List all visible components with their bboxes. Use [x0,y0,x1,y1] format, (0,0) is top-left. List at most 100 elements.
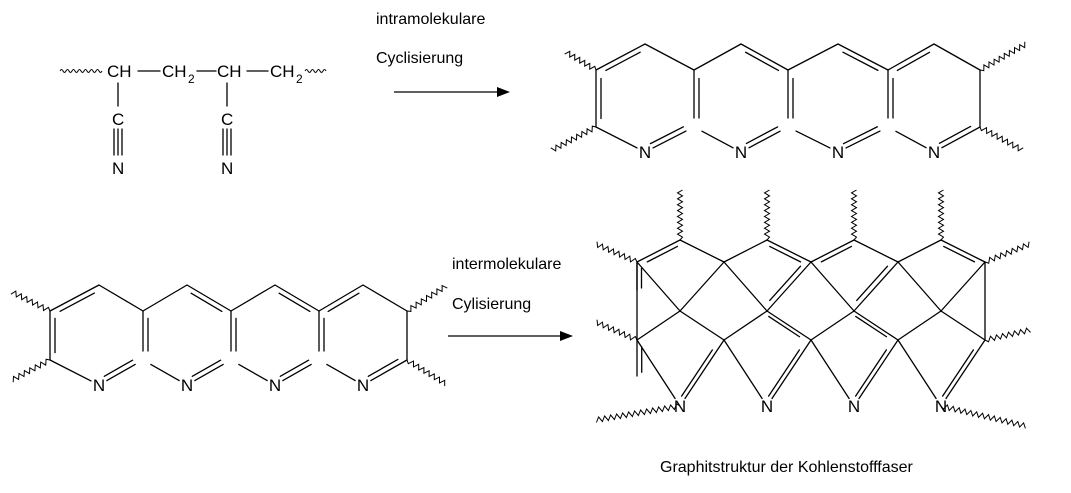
single-bond [723,339,763,400]
single-bond [693,43,742,71]
double-bond-line [766,239,812,263]
wavy-bond [979,41,1026,72]
single-bond [49,359,92,382]
ch2-subscript-2: 2 [296,72,303,86]
single-bond [326,363,356,382]
double-bond-line [856,265,889,302]
wavy-end-right [304,69,327,73]
nitrile-nitrogen-1: N [112,159,124,178]
double-bond-line [858,339,899,400]
double-bond-line [367,358,399,377]
double-bond-line [767,349,801,397]
wavy-bond [984,241,1030,264]
arrow-head-icon [560,331,573,341]
double-bond-line [186,284,232,312]
ring-nitrogen-label: N [761,397,773,416]
double-bond-line [684,339,725,400]
double-bond-line [768,315,801,338]
single-bond [679,261,725,312]
arrow-head-icon [497,87,510,97]
wavy-bond [850,189,858,241]
ch-group-2: CH [217,62,242,81]
graphite-caption: Graphitstruktur der Kohlenstofffaser [660,459,914,476]
single-bond [636,339,676,400]
double-bond-line [842,126,878,145]
double-bond-line [855,315,888,338]
double-bond-line [744,51,780,72]
single-bond [98,284,144,312]
double-bond-line [940,239,986,263]
double-bond-line [853,310,899,341]
wavy-bond [12,358,51,383]
wavy-bond [550,125,597,152]
double-bond-line [49,284,100,312]
double-bond-line [278,292,311,313]
single-bond [679,310,725,341]
double-bond-line [649,126,685,145]
wavy-bond [406,284,448,312]
double-bond-line [853,261,899,312]
single-bond [636,261,681,312]
double-bond-line [282,363,312,382]
single-bond [940,261,986,312]
double-bond-line [845,130,881,149]
double-bond-line [945,339,986,400]
wavy-bond [979,126,1024,152]
single-bond [795,130,831,149]
step2-label-line1: intermolekulare [452,256,561,273]
double-bond-line [59,292,96,312]
ring-nitrogen-label: N [735,143,747,162]
double-bond-line [837,43,889,71]
double-bond-line [941,126,981,149]
single-bond [940,310,986,341]
double-bond-line [194,363,224,382]
double-bond-line [318,284,364,312]
double-bond-line [771,339,812,400]
nitrile-carbon-1: C [112,110,124,129]
wavy-end-left [59,69,103,73]
wavy-bond [763,189,771,241]
step2-label-line2: Cylisierung [452,296,531,313]
double-bond-line [652,130,687,149]
single-bond [238,363,268,382]
nitrile-carbon-2: C [221,110,233,129]
nitrile-nitrogen-2: N [221,159,233,178]
double-bond-line [103,359,134,377]
double-bond-line [766,261,812,312]
single-bond [679,239,725,263]
ring-nitrogen-label: N [181,376,193,395]
double-bond-line [896,51,931,72]
single-bond [810,339,850,400]
single-bond [595,126,638,149]
step1-label-line1: intramolekulare [376,11,485,28]
double-bond-line [766,310,812,341]
double-bond-line [646,245,679,263]
double-bond-line [769,245,802,263]
double-bond-line [748,130,781,149]
ring-nitrogen-label: N [832,143,844,162]
wavy-bond [10,290,51,312]
double-bond-line [820,245,853,263]
double-bond-line [274,284,320,312]
double-bond-line [887,43,935,71]
single-bond [897,239,942,263]
ch-group-1: CH [107,62,132,81]
double-bond-line [595,43,646,71]
ch2-group-2: CH [270,62,295,81]
ring-nitrogen-label: N [269,376,281,395]
double-bond-line [938,125,972,144]
double-bond-line [769,265,802,302]
step1-label-line2: Cyclisierung [376,50,463,67]
single-bond [636,310,681,341]
single-bond [787,43,839,71]
ch2-subscript-1: 2 [188,72,195,86]
wavy-bond [940,403,1026,429]
ring-nitrogen-label: N [928,143,940,162]
wavy-bond [406,359,446,387]
single-bond [723,261,768,312]
double-bond-line [636,239,681,263]
